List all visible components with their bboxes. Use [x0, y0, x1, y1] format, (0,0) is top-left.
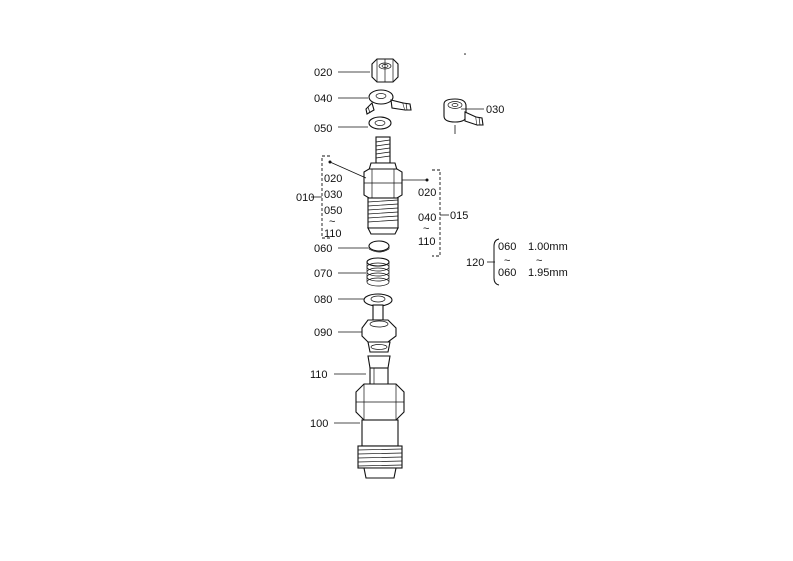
shim-tilde-right: ~	[536, 255, 542, 267]
shim-to-part: 060	[498, 267, 516, 279]
group-010-bracket	[311, 155, 367, 239]
group-left-020: 020	[324, 173, 342, 185]
group-left-050: 050	[324, 205, 342, 217]
shim-to-size: 1.95mm	[528, 267, 568, 279]
label-015: 015	[450, 210, 468, 222]
shim-table-120: 120 060 ~ 060 1.00mm ~ 1.95mm	[466, 238, 568, 286]
label-100: 100	[310, 418, 328, 430]
label-040: 040	[314, 93, 332, 105]
part-050-washer	[368, 116, 392, 130]
part-040-banjo-fitting	[365, 89, 412, 115]
label-080: 080	[314, 294, 332, 306]
part-080-spring-seat	[363, 293, 393, 321]
shim-ref-120: 120	[466, 257, 484, 269]
shim-tilde-left: ~	[504, 255, 510, 267]
stray-dot	[464, 53, 466, 55]
group-015-bracket	[402, 169, 449, 257]
part-100-retaining-nut	[355, 383, 405, 479]
group-left-030: 030	[324, 189, 342, 201]
label-020-top: 020	[314, 67, 332, 79]
group-right-040: 040	[418, 212, 436, 224]
shim-from-part: 060	[498, 241, 516, 253]
label-070: 070	[314, 268, 332, 280]
label-060: 060	[314, 243, 332, 255]
part-010-nozzle-holder-body	[363, 136, 403, 235]
part-070-spring	[366, 257, 390, 287]
part-060-shim	[368, 240, 390, 253]
group-left-tilde: ~	[329, 216, 335, 228]
group-left-110: 110	[324, 228, 342, 240]
part-090-distance-piece	[361, 319, 397, 353]
label-050: 050	[314, 123, 332, 135]
shim-from-size: 1.00mm	[528, 241, 568, 253]
label-030: 030	[486, 104, 504, 116]
part-020-nut	[371, 58, 399, 83]
group-right-110: 110	[418, 236, 436, 248]
label-010: 010	[296, 192, 314, 204]
label-090: 090	[314, 327, 332, 339]
label-110: 110	[310, 369, 328, 381]
group-right-tilde: ~	[423, 223, 429, 235]
part-030-banjo-fitting	[443, 98, 484, 126]
group-right-020: 020	[418, 187, 436, 199]
